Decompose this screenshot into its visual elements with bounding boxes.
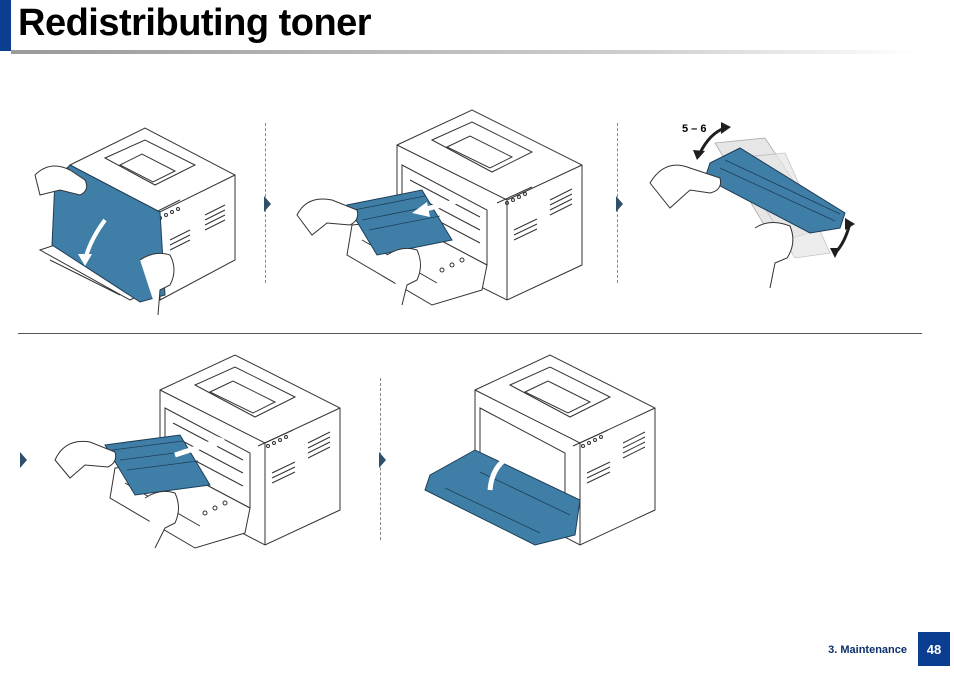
step-4-illustration — [50, 350, 350, 550]
step-1-illustration — [30, 120, 255, 320]
step-arrow-icon — [379, 452, 386, 468]
step-3-illustration: 5 – 6 — [645, 118, 870, 293]
step-arrow-icon — [20, 452, 27, 468]
step-2-illustration — [292, 105, 587, 310]
page-number-badge: 48 — [918, 632, 950, 666]
title-rule — [11, 50, 916, 54]
title-accent-bar — [0, 0, 11, 51]
step-5-illustration — [420, 350, 665, 550]
step-arrow-icon — [616, 196, 623, 212]
shake-count-label: 5 – 6 — [682, 123, 706, 135]
footer-section-label: 3. Maintenance — [828, 644, 907, 656]
step-arrow-icon — [264, 196, 271, 212]
page-title: Redistributing toner — [18, 0, 371, 46]
row-divider — [18, 333, 922, 334]
